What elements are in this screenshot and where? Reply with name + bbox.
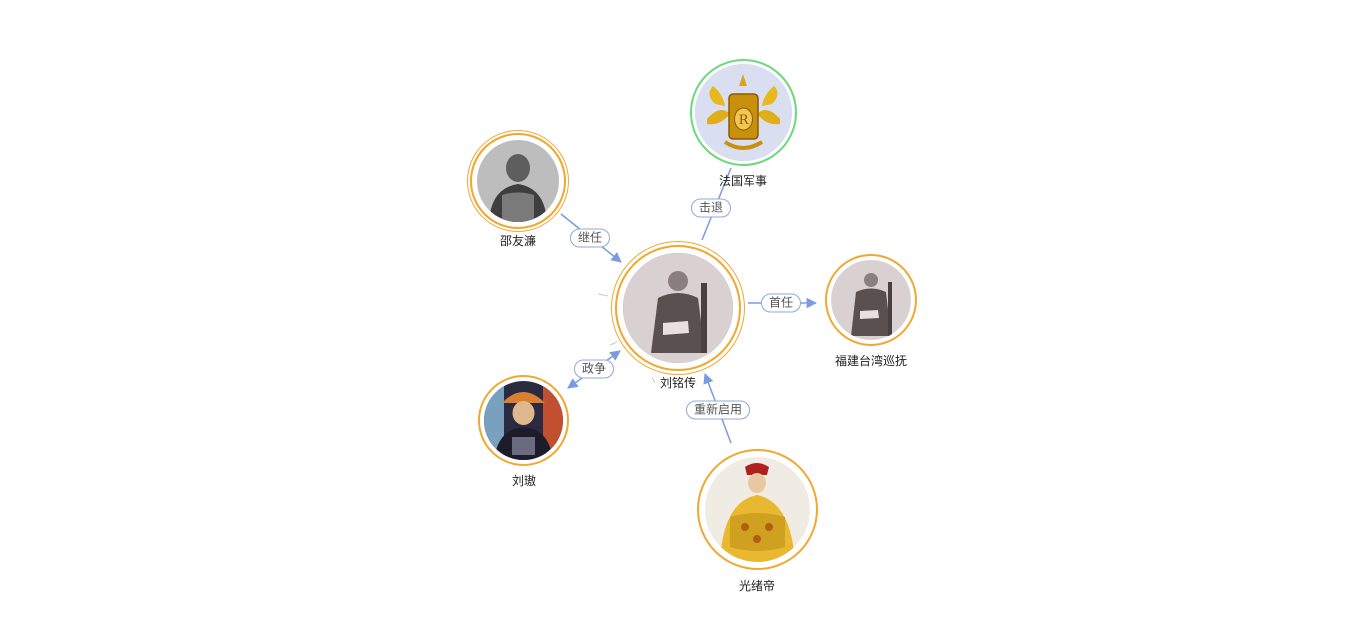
decorative-tick-2: [651, 376, 656, 384]
qing-official-portrait-icon: [484, 381, 563, 460]
node-label-guangxu: 光绪帝: [738, 579, 776, 593]
edge-label-zhengzheng[interactable]: 政争: [573, 359, 615, 379]
seated-official-portrait-icon: [831, 260, 911, 340]
node-guangxu[interactable]: [697, 449, 818, 570]
node-liumingchuan[interactable]: [615, 245, 741, 371]
edge-label-jitui[interactable]: 击退: [690, 198, 732, 218]
node-shaoyoulian[interactable]: [470, 133, 566, 229]
node-faguo[interactable]: R: [690, 59, 797, 166]
node-label-shaoyoulian: 邵友濂: [499, 234, 537, 248]
official-portrait-icon: [477, 140, 559, 222]
decorative-tick-1: [609, 341, 618, 346]
decorative-tick-0: [597, 293, 609, 297]
svg-text:R: R: [739, 113, 750, 128]
edge-label-jiren[interactable]: 继任: [569, 228, 611, 248]
node-fujian[interactable]: [825, 254, 917, 346]
french-coat-of-arms-icon: R: [695, 64, 792, 161]
seated-official-portrait-icon: [623, 253, 733, 363]
emperor-portrait-icon: [705, 457, 810, 562]
node-label-fujian: 福建台湾巡抚: [834, 354, 908, 368]
edge-label-shouren[interactable]: 首任: [760, 293, 802, 313]
node-label-faguo: 法国军事: [718, 174, 768, 188]
node-label-liumingchuan: 刘铭传: [659, 376, 697, 390]
node-label-liuao: 刘璈: [511, 474, 537, 488]
edge-label-chongxin[interactable]: 重新启用: [685, 400, 751, 420]
node-liuao[interactable]: [478, 375, 569, 466]
